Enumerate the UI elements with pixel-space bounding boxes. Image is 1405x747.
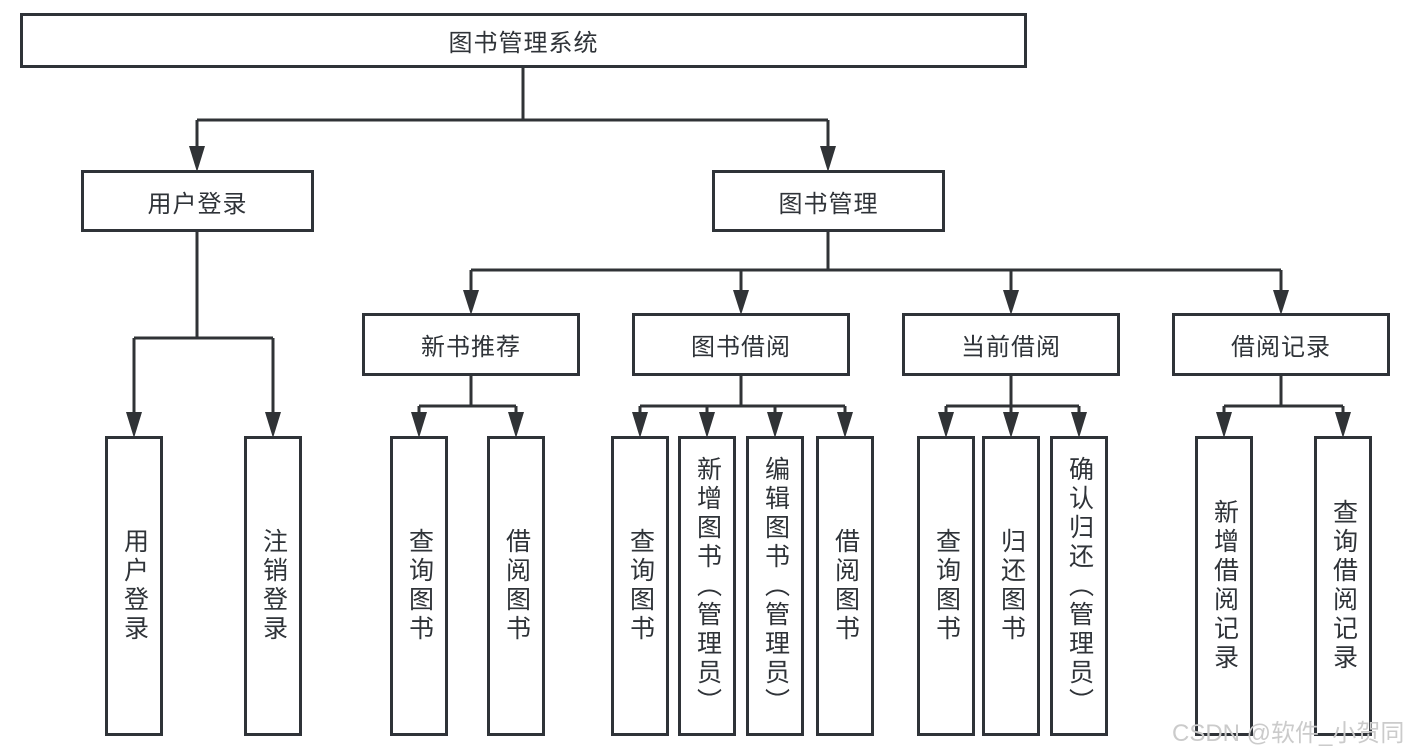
arrowhead [1273,290,1289,315]
node-current-borrow: 当前借阅 [902,313,1120,376]
connector-user-login [126,232,281,438]
node-book-borrow-label: 图书借阅 [691,334,791,361]
node-library-management-system-label: 图书管理系统 [448,30,599,57]
leaf-logout: 注销登录 [244,436,302,736]
watermark: CSDN @软件_小贺同学 [1172,720,1405,747]
arrowhead [1335,412,1351,438]
leaf-cb-confirm-return-admin-label: 确认归还（管理员） [1065,455,1094,717]
leaf-br-query-record: 查询借阅记录 [1314,436,1372,736]
connector-book-borrow [632,376,853,438]
arrowhead [820,146,836,172]
node-user-login: 用户登录 [81,170,314,232]
node-new-book-recommend: 新书推荐 [362,313,580,376]
arrowhead [189,146,205,172]
arrowhead [767,412,783,438]
connector-current-borrow [938,376,1087,438]
leaf-user-login: 用户登录 [105,436,163,736]
node-borrow-records-label: 借阅记录 [1231,334,1331,361]
leaf-nb-borrow-books: 借阅图书 [487,436,545,736]
leaf-br-add-record: 新增借阅记录 [1195,436,1253,736]
node-book-management: 图书管理 [712,170,945,232]
node-borrow-records: 借阅记录 [1172,313,1390,376]
node-book-management-label: 图书管理 [778,190,879,218]
leaf-bb-edit-book-admin: 编辑图书（管理员） [746,436,804,736]
connector-borrow-records [1216,376,1351,438]
leaf-cb-return-books-label: 归还图书 [997,528,1026,644]
arrowhead [411,412,427,438]
arrowhead [126,412,142,438]
arrowhead [1003,412,1019,438]
leaf-bb-edit-book-admin-label: 编辑图书（管理员） [761,455,790,717]
arrowhead [1003,290,1019,315]
leaf-logout-label: 注销登录 [259,528,288,644]
leaf-bb-query-books-label: 查询图书 [626,528,655,644]
connector-book-management [463,232,1289,315]
node-user-login-label: 用户登录 [147,190,248,218]
node-new-book-recommend-label: 新书推荐 [421,334,521,361]
leaf-bb-query-books: 查询图书 [611,436,669,736]
leaf-bb-borrow-books-label: 借阅图书 [831,528,860,644]
leaf-cb-return-books: 归还图书 [982,436,1040,736]
leaf-cb-query-books-label: 查询图书 [932,528,961,644]
arrowhead [733,290,749,315]
arrowhead [1216,412,1232,438]
leaf-cb-confirm-return-admin: 确认归还（管理员） [1050,436,1108,736]
leaf-br-add-record-label: 新增借阅记录 [1210,499,1239,673]
arrowhead [837,412,853,438]
leaf-nb-borrow-books-label: 借阅图书 [502,528,531,644]
leaf-bb-add-book-admin-label: 新增图书（管理员） [693,455,722,717]
leaf-user-login-label: 用户登录 [120,528,149,644]
leaf-cb-query-books: 查询图书 [917,436,975,736]
leaf-nb-query-books-label: 查询图书 [405,528,434,644]
arrowhead [632,412,648,438]
leaf-bb-borrow-books: 借阅图书 [816,436,874,736]
arrowhead [699,412,715,438]
arrowhead [463,290,479,315]
node-current-borrow-label: 当前借阅 [961,334,1061,361]
connector-root [189,68,836,172]
node-library-management-system: 图书管理系统 [20,13,1027,68]
node-book-borrow: 图书借阅 [632,313,850,376]
connector-new-book-recommend [411,376,524,438]
leaf-bb-add-book-admin: 新增图书（管理员） [678,436,736,736]
arrowhead [938,412,954,438]
arrowhead [265,412,281,438]
arrowhead [1071,412,1087,438]
arrowhead [508,412,524,438]
leaf-br-query-record-label: 查询借阅记录 [1329,499,1358,673]
leaf-nb-query-books: 查询图书 [390,436,448,736]
